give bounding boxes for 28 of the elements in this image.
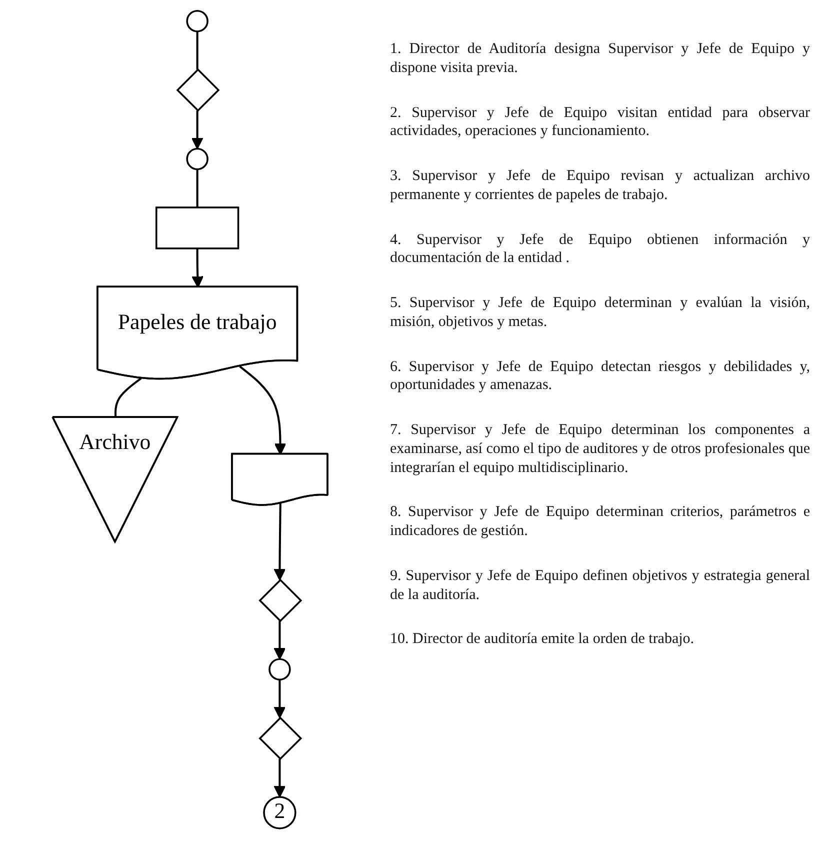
step-description: 5. Supervisor y Jefe de Equipo determinan y evalúan la visión, misión, objetivos y metas. <box>390 294 810 332</box>
step-description: 9. Supervisor y Jefe de Equipo definen objetivos y estrategia general de la auditoría. <box>390 566 810 604</box>
arrow <box>191 110 204 150</box>
step-description: 2. Supervisor y Jefe de Equipo visitan entidad para observar actividades, operaciones y funcionamiento. <box>390 104 810 141</box>
arrow <box>274 758 286 798</box>
node-diamond <box>176 68 220 112</box>
step-description: 8. Supervisor y Jefe de Equipo determinan criterios, parámetros e indicadores de gestión. <box>390 503 810 541</box>
step-description: 3. Supervisor y Jefe de Equipo revisan y actualizan archivo permanente y corrientes de papeles de trabajo. <box>390 167 810 204</box>
node-circle <box>186 148 208 170</box>
connector <box>196 169 198 208</box>
step-description: 7. Supervisor y Jefe de Equipo determinan los componentes a examinarse, así como el tipo de auditores y de otros profesionales que integrarían el equipo multidisciplinario. <box>390 421 810 478</box>
connector <box>114 378 142 418</box>
arrow <box>274 504 286 581</box>
arrow <box>274 620 286 660</box>
connector <box>196 31 198 70</box>
step-description: 6. Supervisor y Jefe de Equipo detectan riesgos y debilidades y, oportunidades y amenazas. <box>390 358 810 395</box>
node-diamond <box>258 578 302 622</box>
node-circle <box>186 10 208 32</box>
node-box <box>155 206 240 250</box>
step-description: 10. Director de auditoría emite la orden de trabajo. <box>390 630 696 649</box>
node-circle: 2 <box>263 796 296 830</box>
arrow <box>192 248 204 288</box>
node-diamond <box>258 716 302 760</box>
arrow <box>274 680 286 718</box>
node-circle <box>268 658 291 681</box>
step-description: 1. Director de Auditoría designa Supervisor y Jefe de Equipo y dispone visita previa. <box>390 40 810 78</box>
arrow <box>239 366 286 455</box>
step-description: 4. Supervisor y Jefe de Equipo obtienen información y documentación de la entidad . <box>390 230 810 268</box>
